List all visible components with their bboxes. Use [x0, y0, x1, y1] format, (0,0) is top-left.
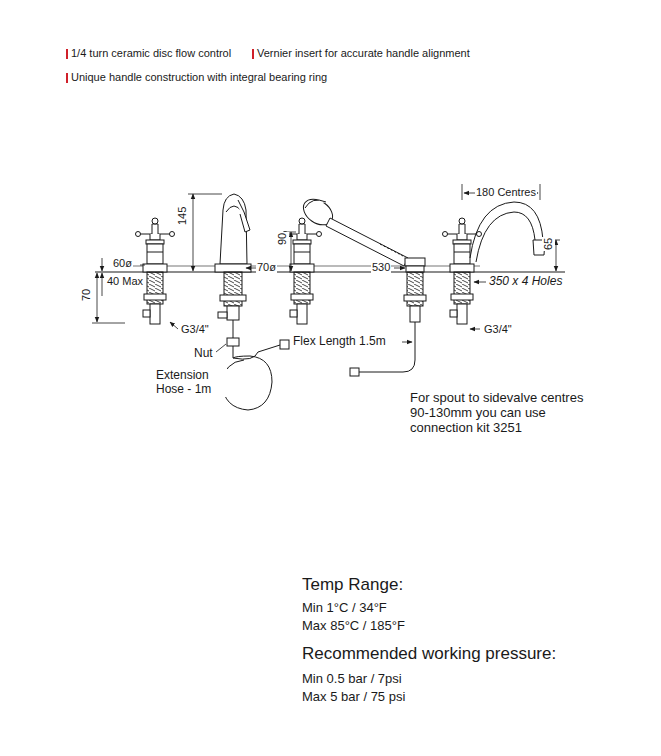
cross-valve — [136, 218, 175, 324]
dimension: 90 — [276, 232, 289, 246]
spec-heading: Temp Range: — [301, 575, 404, 595]
part-name: Flex Length 1.5m — [292, 335, 387, 349]
dimension: 530 — [371, 261, 391, 274]
dimension: 70 — [80, 288, 93, 302]
part-name: Nut — [193, 347, 214, 361]
extension-hose — [222, 338, 289, 410]
spec-heading: Recommended working pressure: — [301, 644, 557, 664]
thread-size: G3/4" — [483, 323, 513, 336]
feature-note: Unique handle construction with integral… — [70, 71, 328, 84]
dimension: 145 — [176, 206, 189, 226]
thread-size: G3/4" — [180, 323, 210, 336]
feature-note: 1/4 turn ceramic disc flow control — [70, 47, 232, 60]
feature-note: Vernier insert for accurate handle align… — [256, 47, 471, 60]
dimension: 180 Centres — [475, 186, 537, 199]
bath-spout — [470, 202, 545, 262]
note: For spout to sidevalve centres 90-130mm … — [409, 391, 589, 436]
spec-value: Min 1°C / 34°F — [301, 601, 388, 616]
bullet-bar — [252, 49, 254, 59]
spec-value: Min 0.5 bar / 7psi — [301, 672, 403, 687]
part-name: Extension Hose - 1m — [155, 369, 229, 397]
mixer-spout — [215, 194, 251, 340]
spec-value: Max 85°C / 185°F — [301, 619, 406, 634]
bullet-bar — [66, 73, 68, 83]
spec-value: Max 5 bar / 75 psi — [301, 690, 406, 705]
dimension: 60ø — [112, 257, 133, 270]
dimension: 350 x 4 Holes — [488, 275, 563, 289]
dimension: 40 Max — [106, 275, 144, 288]
dimension-lines — [92, 184, 560, 352]
bullet-bar — [66, 49, 68, 59]
dimension: 65 — [542, 237, 555, 251]
dimension: 70ø — [256, 261, 277, 274]
